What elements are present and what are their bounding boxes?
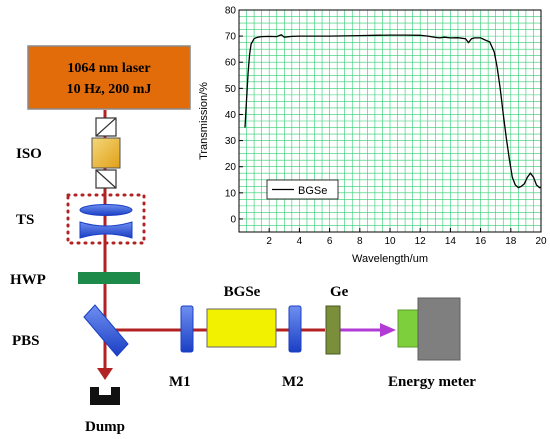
label-bgse: BGSe (224, 284, 261, 300)
series-line-bgse (244, 34, 541, 189)
half-wave-plate (78, 272, 140, 284)
laser-label-line2: 10 Hz, 200 mJ (67, 82, 152, 97)
mirror-m1 (180, 305, 194, 353)
x-tick-label: 6 (327, 236, 333, 247)
chart-ticks: 2 4 6 8 10 12 14 16 18 20 0 10 20 30 40 50 60 70 80 (225, 6, 547, 248)
x-tick-label: 20 (535, 236, 547, 247)
laser-label-line1: 1064 nm laser (67, 61, 150, 76)
telescope-concave-lens (79, 221, 133, 239)
chart-legend: BGSe (266, 179, 339, 200)
x-tick-label: 16 (475, 236, 487, 247)
label-m1: M1 (169, 374, 191, 390)
label-energy-meter: Energy meter (388, 374, 476, 390)
optical-setup: 1064 nm laser 10 Hz, 200 mJ ISO TS HWP P… (10, 45, 476, 435)
y-axis-label: Transmission/% (198, 82, 210, 160)
y-tick-label: 20 (225, 162, 237, 173)
label-dump: Dump (85, 419, 125, 435)
germanium-filter (325, 305, 341, 355)
x-tick-label: 8 (357, 236, 363, 247)
x-tick-label: 12 (415, 236, 427, 247)
x-tick-label: 10 (384, 236, 396, 247)
laser-box (27, 45, 191, 110)
label-pbs: PBS (12, 333, 40, 349)
purple-arrowhead (380, 323, 396, 337)
telescope-convex-lens (79, 204, 133, 216)
label-ts: TS (16, 212, 34, 228)
telescope-dotted-frame (66, 193, 146, 245)
isolator (91, 117, 121, 189)
isolator-upper-polarizer-line (95, 117, 117, 137)
legend-label-bgse: BGSe (298, 185, 327, 197)
label-ge: Ge (330, 284, 349, 300)
bgse-crystal (206, 308, 277, 348)
x-tick-label: 4 (297, 236, 303, 247)
y-tick-label: 80 (225, 6, 237, 17)
x-axis-label: Wavelength/um (352, 253, 428, 265)
y-tick-label: 40 (225, 110, 237, 121)
y-tick-label: 60 (225, 58, 237, 69)
label-hwp: HWP (10, 272, 46, 288)
y-tick-label: 10 (225, 188, 237, 199)
legend-box (266, 179, 339, 200)
energy-meter (397, 297, 461, 361)
y-tick-label: 0 (230, 214, 236, 225)
transmission-chart: 2 4 6 8 10 12 14 16 18 20 0 10 20 30 40 50 60 70 80 BGSe W… (198, 6, 547, 266)
x-tick-label: 14 (445, 236, 457, 247)
y-tick-label: 50 (225, 84, 237, 95)
y-tick-label: 30 (225, 136, 237, 147)
beam-dump (90, 387, 120, 405)
mirror-m2 (288, 305, 302, 353)
polarizing-beam-splitter (83, 304, 129, 357)
dump-arrowhead (97, 368, 113, 380)
x-tick-label: 18 (505, 236, 517, 247)
label-iso: ISO (16, 146, 42, 162)
energy-meter-sensor (397, 309, 421, 348)
label-m2: M2 (282, 374, 304, 390)
x-tick-label: 2 (266, 236, 272, 247)
isolator-rotator (91, 137, 121, 169)
telescope (66, 193, 146, 245)
isolator-lower-polarizer-line (95, 169, 117, 189)
y-tick-label: 70 (225, 32, 237, 43)
energy-meter-body (417, 297, 461, 361)
